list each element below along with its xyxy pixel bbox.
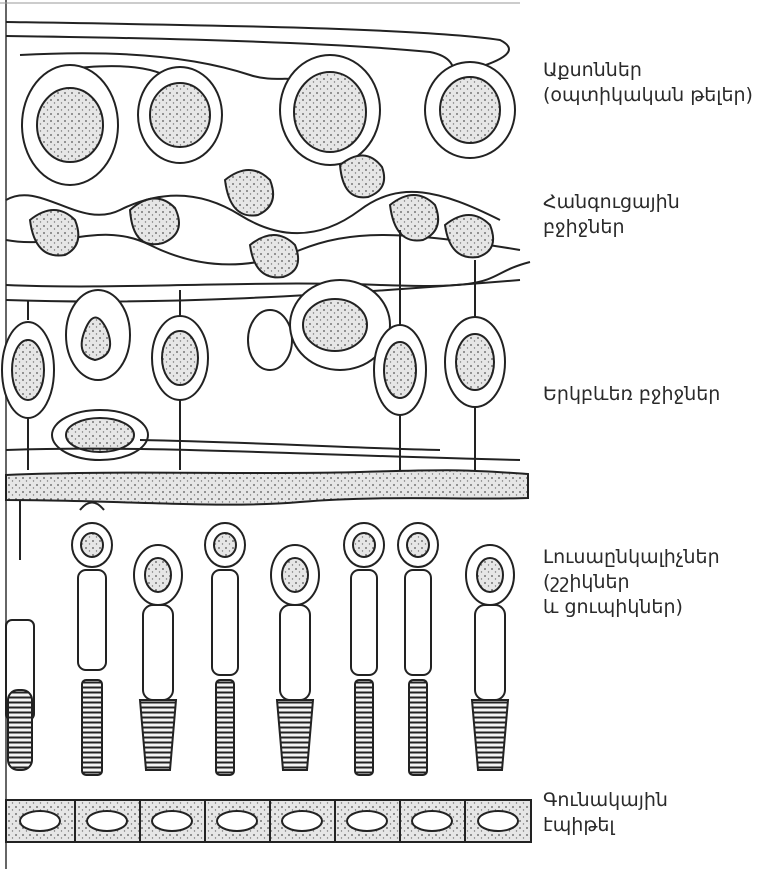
label-photoreceptors-line-2: (շշիկներ (543, 570, 720, 595)
label-pigment-epithelium: Գունակային էպիթել (543, 788, 668, 838)
photoreceptor (134, 545, 182, 770)
label-photoreceptors-line-3: և ցուպիկներ) (543, 595, 720, 620)
photoreceptor (398, 523, 438, 775)
outer-plexiform-band (6, 470, 528, 504)
photoreceptor (466, 545, 514, 770)
label-ganglion-line-1: Հանգուցային (543, 190, 680, 215)
bipolar-cell-layer (2, 280, 505, 460)
label-bipolar-cells: Երկբևեռ բջիջներ (543, 382, 720, 407)
label-epithelium-line-2: էպիթել (543, 813, 668, 838)
label-epithelium-line-1: Գունակային (543, 788, 668, 813)
ganglion-nucleus (440, 77, 500, 143)
photoreceptor (6, 500, 34, 770)
photoreceptor-layer (6, 500, 514, 775)
label-bipolar-line-1: Երկբևեռ բջիջներ (543, 382, 720, 407)
photoreceptor (344, 523, 384, 775)
photoreceptor (72, 503, 112, 776)
ganglion-nucleus (294, 72, 366, 152)
ganglion-nucleus (37, 88, 103, 162)
ganglion-cell-layer (22, 55, 515, 185)
label-photoreceptors-line-1: Լուսաընկալիչներ (543, 545, 720, 570)
label-ganglion-line-2: բջիջներ (543, 215, 680, 240)
label-photoreceptors: Լուսաընկալիչներ (շշիկներ և ցուպիկներ) (543, 545, 720, 620)
photoreceptor (205, 523, 245, 775)
ganglion-nucleus (150, 83, 210, 147)
label-axons-line-1: Աքսոններ (543, 58, 753, 83)
label-ganglion-cells: Հանգուցային բջիջներ (543, 190, 680, 240)
photoreceptor (271, 545, 319, 770)
label-axons-line-2: (օպտիկական թելեր) (543, 83, 753, 108)
label-axons: Աքսոններ (օպտիկական թելեր) (543, 58, 753, 108)
pigment-epithelium (6, 800, 531, 842)
